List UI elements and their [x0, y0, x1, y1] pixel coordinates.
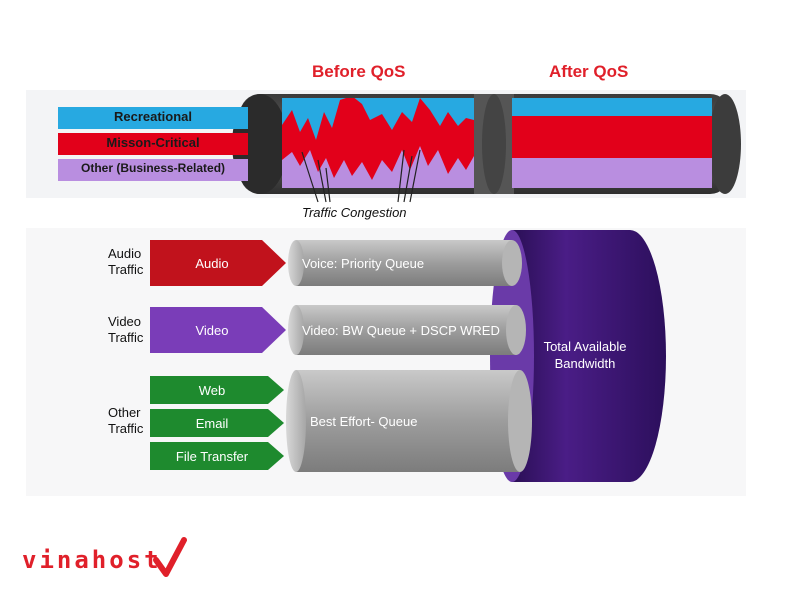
audio-arrow-label: Audio [195, 256, 229, 271]
queue-best-effort-body [296, 370, 520, 472]
video-arrow-label: Video [195, 323, 229, 338]
queue-voice [288, 240, 522, 286]
legend-other-label: Other (Business-Related) [80, 161, 226, 175]
legend-bar-mission-critical [58, 133, 248, 155]
queue-best-effort [286, 370, 532, 472]
congestion-line [301, 151, 319, 203]
before-qos-title: Before QoS [312, 62, 406, 81]
after-qos-title: After QoS [549, 62, 629, 81]
after-blue-band [512, 98, 712, 116]
group-label-video-line1: Video [108, 314, 142, 329]
legend-mission-critical-label: Misson-Critical [106, 135, 200, 150]
legend [58, 107, 248, 181]
bandwidth-label-line2: Bandwidth [554, 356, 616, 371]
group-label-audio-line1: Audio [108, 246, 142, 261]
legend-bar-recreational [58, 107, 248, 129]
group-label-other-line2: Traffic [108, 421, 144, 436]
voice-queue-label: Voice: Priority Queue [302, 256, 425, 271]
after-lavender-band [512, 158, 712, 188]
file-transfer-arrow-label: File Transfer [175, 449, 249, 464]
queue-best-effort-right-cap [508, 370, 532, 472]
after-qos-traffic [512, 98, 712, 188]
file-transfer-arrow [150, 442, 284, 470]
vinahost-logo: vinahost [22, 546, 162, 574]
queue-voice-right-cap [502, 240, 522, 286]
bandwidth-body [512, 230, 666, 482]
vinahost-check-icon [153, 537, 187, 577]
queue-best-effort-left-cap [286, 370, 306, 472]
bandwidth-label-line1: Total Available [543, 339, 627, 354]
before-qos-traffic [282, 98, 474, 188]
congestion-line [403, 155, 413, 203]
queue-voice-body [296, 240, 512, 286]
traffic-congestion-label: Traffic Congestion [302, 205, 407, 220]
queue-video-body [296, 305, 516, 355]
congestion-line [409, 149, 421, 203]
queue-voice-left-cap [288, 240, 304, 286]
queue-video-right-cap [506, 305, 526, 355]
video-queue-label: Video: BW Queue + DSCP WRED [302, 323, 500, 338]
legend-bar-other [58, 159, 248, 181]
video-arrow [150, 307, 286, 353]
queue-video-left-cap [288, 305, 304, 355]
congestion-line [325, 167, 331, 203]
legend-recreational-label: Recreational [113, 109, 193, 124]
pipe-joint-ring [482, 94, 506, 194]
web-arrow [150, 376, 284, 404]
pipe-right-end [709, 94, 741, 194]
congestion-line [317, 159, 327, 203]
web-arrow-label: Web [198, 383, 226, 398]
after-red-band [512, 116, 712, 158]
before-lavender-layer [282, 146, 474, 188]
email-arrow [150, 409, 284, 437]
best-effort-queue-label: Best Effort- Queue [310, 414, 418, 429]
group-label-video-line2: Traffic [108, 330, 144, 345]
congestion-pointers [301, 149, 421, 203]
group-label-audio-line2: Traffic [108, 262, 144, 277]
congestion-line [397, 149, 405, 203]
email-arrow-label: Email [195, 416, 229, 431]
audio-arrow [150, 240, 286, 286]
queue-video [288, 305, 526, 355]
group-label-other-line1: Other [108, 405, 141, 420]
